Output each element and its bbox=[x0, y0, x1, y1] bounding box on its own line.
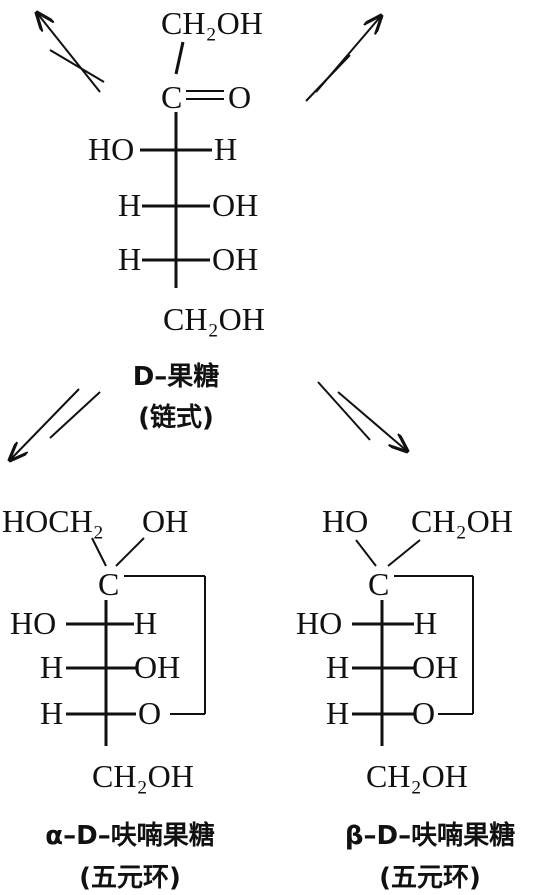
alpha-bond-left bbox=[91, 537, 107, 567]
beta-row3-right: O bbox=[412, 695, 435, 731]
alpha-caption-name: α–D–呋喃果糖 bbox=[45, 820, 214, 851]
chain-ch2oh-bottom: CH₂OH bbox=[163, 301, 265, 337]
chain-caption-name: D–果糖 bbox=[133, 361, 220, 392]
arrow-top-left-out bbox=[37, 13, 101, 93]
chain-row1-right: H bbox=[214, 131, 237, 167]
beta-caption-form: (五元环) bbox=[379, 863, 481, 893]
beta-top-left: HO bbox=[322, 503, 368, 539]
alpha-top-right: OH bbox=[142, 503, 188, 539]
beta-bond-right bbox=[387, 539, 421, 567]
alpha-row2-left: H bbox=[40, 649, 63, 685]
beta-top-right: CH₂OH bbox=[411, 503, 513, 539]
alpha-fructofuranose: HOCH₂ OH C HO H H OH H O CH₂OH α–D–呋喃果糖 … bbox=[2, 503, 215, 893]
beta-caption-name: β–D–呋喃果糖 bbox=[345, 820, 515, 851]
alpha-row1-left: HO bbox=[10, 605, 56, 641]
alpha-row1-right: H bbox=[134, 605, 157, 641]
arrow-bottom-left-back bbox=[49, 391, 101, 439]
alpha-row3-right: O bbox=[138, 695, 161, 731]
alpha-bottom: CH₂OH bbox=[92, 758, 194, 794]
beta-anomeric-c: C bbox=[368, 566, 389, 602]
chain-caption-form: (链式) bbox=[138, 402, 214, 433]
chain-row2-right: OH bbox=[212, 187, 258, 223]
beta-row2-right: OH bbox=[412, 649, 458, 685]
chain-row3-right: OH bbox=[212, 241, 258, 277]
arrow-bottom-right-back bbox=[317, 381, 371, 441]
chain-row1-left: HO bbox=[88, 131, 134, 167]
chain-ch2oh-top: CH₂OH bbox=[161, 5, 263, 41]
alpha-caption-form: (五元环) bbox=[79, 863, 181, 893]
beta-bond-left bbox=[355, 539, 377, 567]
chain-bond-top bbox=[174, 41, 185, 75]
chain-carbonyl-c: C bbox=[161, 79, 182, 115]
alpha-top-left: HOCH₂ bbox=[2, 503, 104, 539]
beta-bottom: CH₂OH bbox=[366, 758, 468, 794]
chain-row2-left: H bbox=[118, 187, 141, 223]
alpha-anomeric-c: C bbox=[98, 566, 119, 602]
arrow-top-right-back bbox=[305, 54, 351, 102]
arrow-top-left-back bbox=[49, 49, 105, 83]
chain-row3-left: H bbox=[118, 241, 141, 277]
arrow-bottom-right-out bbox=[337, 391, 407, 451]
alpha-row2-right: OH bbox=[134, 649, 180, 685]
alpha-bond-right bbox=[115, 537, 145, 567]
arrow-bottom-left-out bbox=[10, 388, 80, 460]
equilibrium-arrows bbox=[10, 13, 407, 460]
alpha-row3-left: H bbox=[40, 695, 63, 731]
chain-carbonyl-o: O bbox=[228, 79, 251, 115]
beta-row1-left: HO bbox=[296, 605, 342, 641]
open-chain-fructose: CH₂OH C O HO H H OH H OH CH₂OH D–果糖 (链式) bbox=[88, 5, 265, 433]
beta-row3-left: H bbox=[326, 695, 349, 731]
beta-row2-left: H bbox=[326, 649, 349, 685]
beta-row1-right: H bbox=[414, 605, 437, 641]
beta-fructofuranose: HO CH₂OH C HO H H OH H O CH₂OH β–D–呋喃果糖 … bbox=[296, 503, 515, 893]
